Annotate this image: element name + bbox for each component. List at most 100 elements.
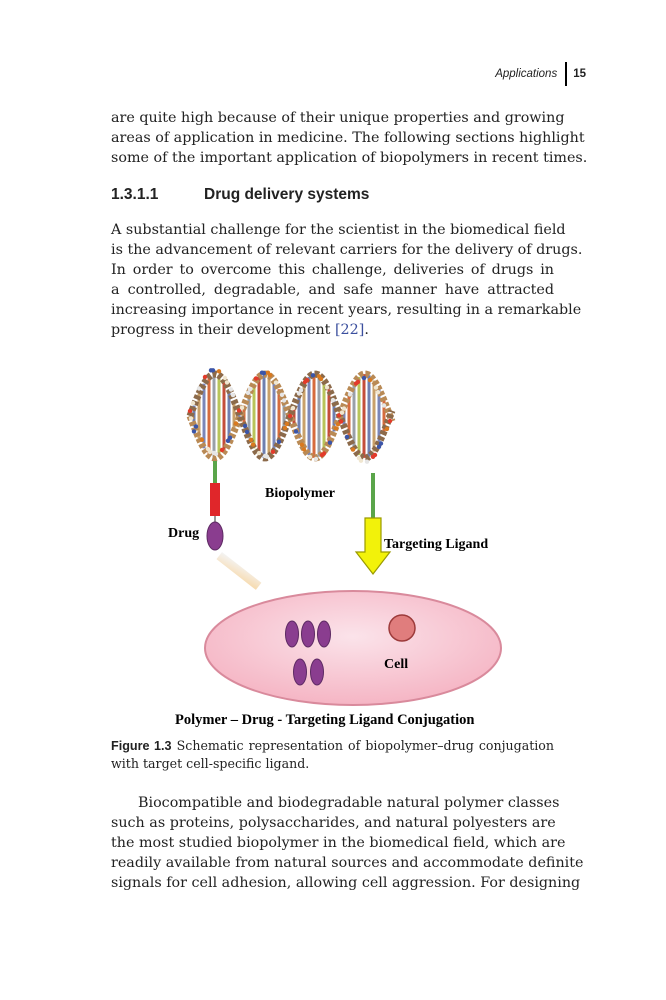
helix-atom bbox=[370, 454, 376, 459]
citation-link[interactable]: [22] bbox=[334, 322, 365, 339]
helix-atom bbox=[196, 386, 202, 391]
helix-atom bbox=[327, 440, 333, 445]
helix-atom bbox=[279, 392, 285, 397]
helix-atom bbox=[310, 373, 316, 378]
helix-atom bbox=[233, 421, 239, 426]
helix-atom bbox=[298, 388, 304, 393]
target-cell bbox=[204, 590, 502, 706]
helix-atom bbox=[344, 434, 350, 440]
helix-atom bbox=[188, 416, 194, 421]
helix-atom bbox=[350, 447, 356, 452]
helix-atom bbox=[259, 370, 265, 375]
helix-atom bbox=[270, 449, 276, 454]
conjugation-figure: Biopolymer Drug Targeting Ligand Cell Po… bbox=[168, 368, 502, 728]
drug-particle bbox=[285, 620, 299, 648]
drug-particle bbox=[310, 658, 324, 686]
helix-atom bbox=[384, 426, 390, 432]
closing-paragraph: Biocompatible and biodegradable natural … bbox=[111, 793, 584, 893]
helix-atom bbox=[242, 423, 248, 429]
cell-nucleus bbox=[388, 614, 416, 642]
helix-atom bbox=[273, 380, 279, 385]
helix-atom bbox=[333, 426, 339, 431]
internalized-drugs bbox=[285, 620, 331, 686]
helix-atom bbox=[282, 425, 288, 431]
drug-particle bbox=[293, 658, 307, 686]
helix-atom bbox=[208, 368, 214, 373]
helix-atom bbox=[330, 397, 336, 403]
helix-atom bbox=[250, 442, 256, 447]
figure-tag: Figure 1.3 bbox=[111, 739, 172, 753]
text-line: In order to overcome this challenge, del… bbox=[111, 262, 554, 279]
text-line: is the advancement of relevant carriers … bbox=[111, 242, 583, 259]
page-number: 15 bbox=[573, 68, 586, 80]
helix-atom bbox=[205, 446, 211, 452]
helix-atom bbox=[290, 405, 296, 411]
helix-atom bbox=[256, 450, 262, 456]
text-fragment: progress in their development bbox=[111, 322, 335, 339]
text-line: Biocompatible and biodegradable natural … bbox=[138, 795, 560, 811]
helix-atom bbox=[230, 392, 236, 398]
helix-atom bbox=[253, 376, 259, 381]
helix-atom bbox=[378, 441, 384, 446]
helix-atom bbox=[387, 418, 393, 424]
text-line: signals for cell adhesion, allowing cell… bbox=[111, 875, 581, 892]
helix-atom bbox=[356, 455, 362, 461]
helix-atom bbox=[239, 405, 245, 410]
helix-atom bbox=[353, 381, 359, 386]
helix-atom bbox=[339, 410, 345, 415]
helix-atom bbox=[191, 429, 197, 434]
helix-atom bbox=[364, 459, 370, 464]
drug-particle bbox=[301, 620, 315, 648]
helix-atom bbox=[336, 413, 342, 418]
helix-atom bbox=[244, 429, 250, 435]
intro-paragraph: are quite high because of their unique p… bbox=[111, 108, 588, 168]
text-line: progress in their development [22]. bbox=[111, 320, 554, 340]
text-line: some of the important application of bio… bbox=[111, 150, 588, 167]
helix-atom bbox=[281, 398, 287, 403]
biopolymer-label: Biopolymer bbox=[265, 486, 335, 501]
helix-atom bbox=[193, 424, 199, 429]
helix-atom bbox=[299, 442, 305, 447]
helix-atom bbox=[376, 444, 382, 449]
helix-atom bbox=[202, 374, 208, 380]
text-line: the most studied biopolymer in the biome… bbox=[111, 835, 566, 852]
helix-atom bbox=[301, 447, 307, 452]
helix-atom bbox=[187, 408, 193, 414]
helix-atom bbox=[347, 392, 353, 397]
helix-atom bbox=[375, 390, 381, 395]
text-fragment: . bbox=[364, 322, 369, 339]
drug-label: Drug bbox=[168, 526, 199, 541]
helix-backbone bbox=[186, 370, 396, 462]
header-divider bbox=[565, 62, 568, 86]
caption-text: Schematic representation of biopolymer–d… bbox=[176, 738, 554, 753]
helix-atom bbox=[313, 456, 319, 462]
drug-molecule bbox=[206, 521, 224, 551]
helix-atom bbox=[319, 452, 325, 458]
drug-linker-red bbox=[210, 483, 220, 516]
text-line: such as proteins, polysaccharides, and n… bbox=[111, 815, 556, 832]
helix-atom bbox=[222, 375, 228, 381]
helix-atom bbox=[276, 439, 282, 444]
helix-atom bbox=[262, 453, 268, 459]
helix-atom bbox=[265, 370, 271, 375]
caption-line: Figure 1.3 Schematic representation of b… bbox=[111, 737, 554, 755]
helix-atom bbox=[296, 391, 302, 396]
helix-atom bbox=[361, 375, 367, 381]
section-paragraph: A substantial challenge for the scientis… bbox=[111, 220, 583, 341]
text-line: are quite high because of their unique p… bbox=[111, 110, 565, 126]
text-line: areas of application in medicine. The fo… bbox=[111, 130, 585, 147]
helix-atom bbox=[284, 421, 290, 427]
helix-atom bbox=[316, 374, 322, 379]
text-line: readily available from natural sources a… bbox=[111, 855, 584, 872]
helix-atom bbox=[225, 438, 231, 443]
ligand-linker-green bbox=[371, 473, 375, 518]
helix-atom bbox=[293, 429, 299, 434]
section-heading: 1.3.1.1 Drug delivery systems bbox=[111, 186, 554, 204]
helix-atom bbox=[338, 419, 344, 424]
drug-particle bbox=[317, 620, 331, 648]
helix-atom bbox=[381, 403, 387, 408]
helix-atom bbox=[367, 377, 373, 383]
cell-label: Cell bbox=[384, 657, 408, 672]
helix-atom bbox=[302, 379, 308, 385]
helix-atom bbox=[228, 387, 234, 392]
